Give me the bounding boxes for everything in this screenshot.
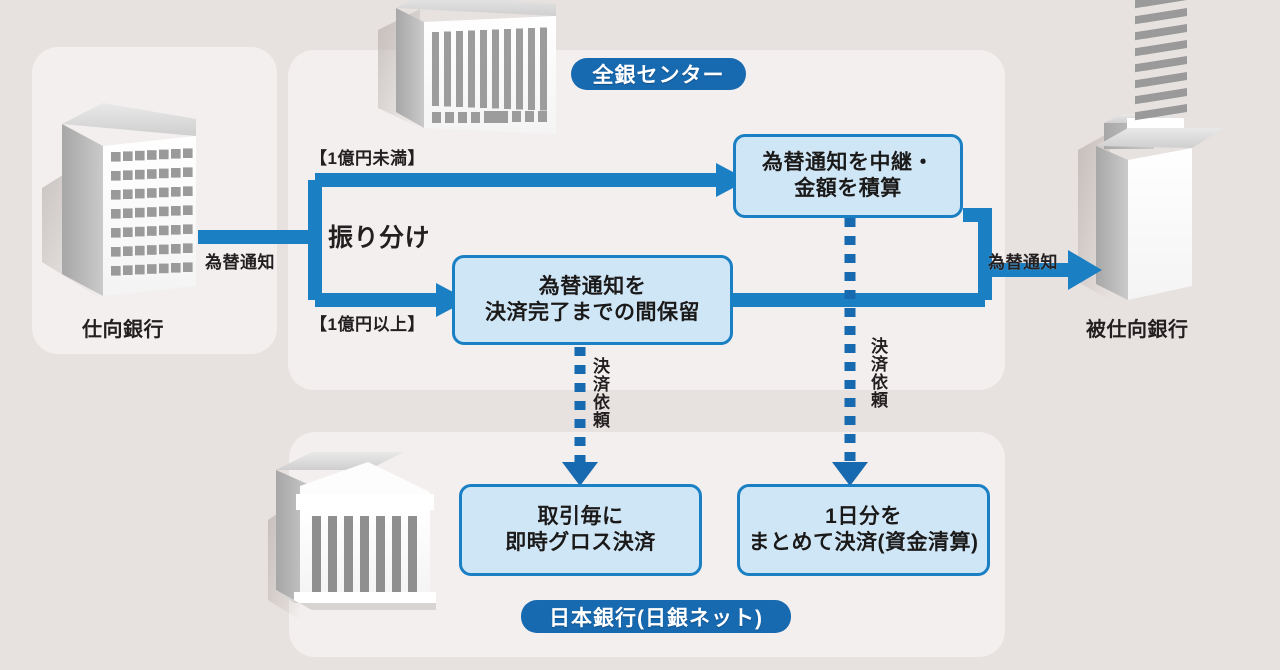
caption-over-threshold: 【1億円以上】: [310, 315, 425, 334]
caption-receiver-bank: 被仕向銀行: [1086, 319, 1189, 341]
caption-sorting: 振り分け: [328, 224, 431, 252]
label-zengin-center: 全銀センター: [571, 58, 746, 90]
bank-building-icon-receiver: [1078, 0, 1224, 300]
caption-settlement-request-left: 決済依頼: [590, 357, 609, 429]
panel-sender-bank: [32, 47, 277, 354]
caption-under-threshold: 【1億円未満】: [310, 149, 425, 168]
caption-exchange-notice-right: 為替通知: [988, 253, 1058, 272]
caption-sender-bank: 仕向銀行: [82, 319, 164, 341]
box-hold-until-settlement[interactable]: 為替通知を 決済完了までの間保留: [452, 255, 733, 345]
box-rtgs-per-transaction[interactable]: 取引毎に 即時グロス決済: [459, 484, 702, 576]
caption-settlement-request-right: 決済依頼: [868, 337, 887, 409]
arrow-head-receiver: [1068, 250, 1102, 290]
box-daily-batch-settlement[interactable]: 1日分を まとめて決済(資金清算): [737, 484, 990, 576]
caption-exchange-notice-left: 為替通知: [205, 253, 275, 272]
label-bank-of-japan: 日本銀行(日銀ネット): [521, 600, 791, 633]
box-relay-and-accumulate[interactable]: 為替通知を中継・ 金額を積算: [733, 134, 963, 218]
